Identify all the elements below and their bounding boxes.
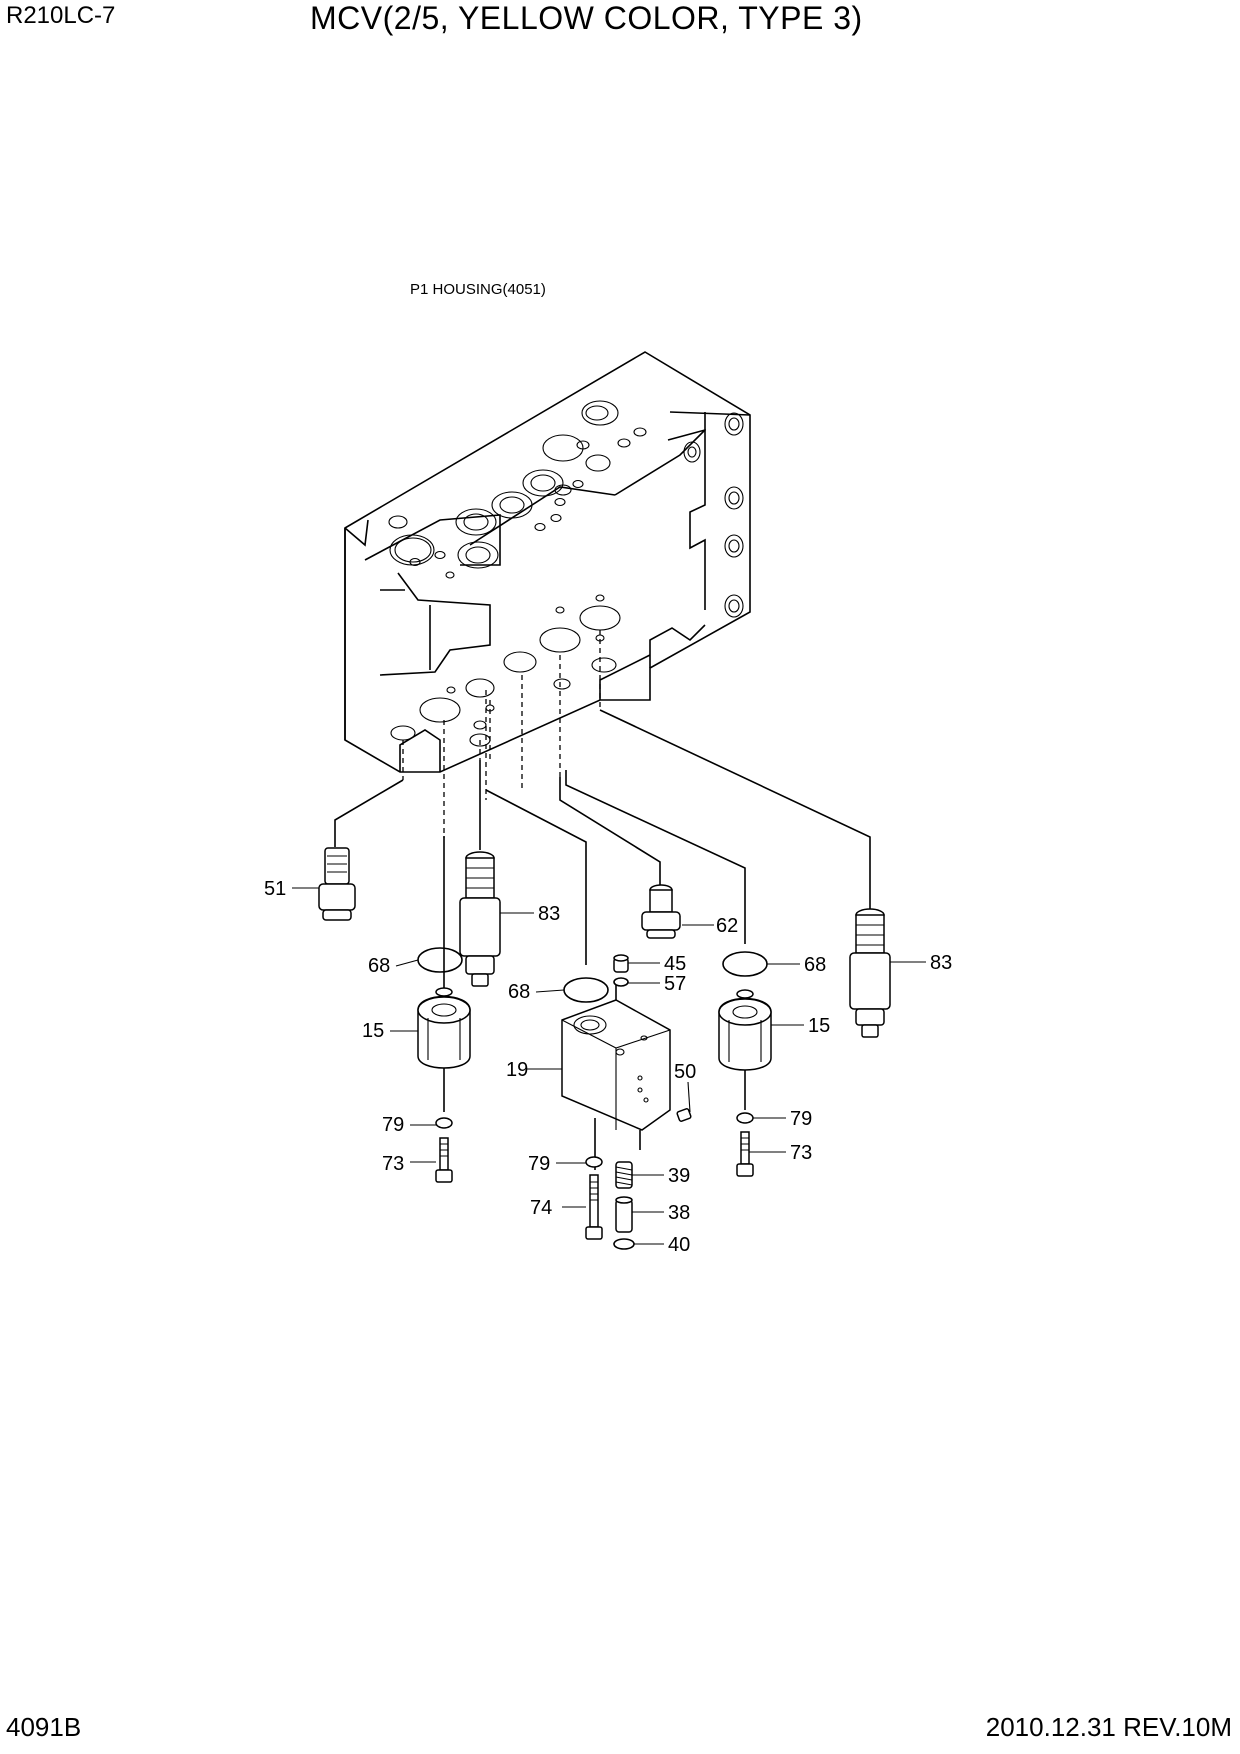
callout-79-left: 79 [382,1114,404,1136]
projection-lines [334,630,871,1170]
callout-leaders [292,887,926,1245]
page-title: MCV(2/5, YELLOW COLOR, TYPE 3) [310,0,863,36]
callout-19: 19 [506,1059,528,1081]
page-code: 4091B [6,1712,82,1742]
p1-housing [344,351,751,773]
callout-57: 57 [664,973,686,995]
callout-38: 38 [668,1202,690,1224]
callout-79-right: 79 [790,1108,812,1130]
callout-68-left: 68 [368,955,390,977]
callout-40: 40 [668,1234,690,1256]
part-73-bolt-left [435,1137,453,1183]
callout-15-left: 15 [362,1020,384,1042]
callout-74: 74 [530,1197,552,1219]
part-50-plug [676,1108,692,1122]
callout-68-center: 68 [508,981,530,1003]
callout-15-right: 15 [808,1015,830,1037]
callout-62: 62 [716,915,738,937]
model-name: R210LC-7 [6,2,116,29]
callout-73-right: 73 [790,1142,812,1164]
part-83-relief-valve-left [459,851,501,987]
callout-79-center: 79 [528,1153,550,1175]
part-15-cover-left [417,987,471,1069]
revision-date: 2010.12.31 REV.10M [985,1712,1232,1742]
part-40-oring [613,1238,635,1250]
part-19-block [561,999,671,1131]
part-68-oring-right [722,951,768,977]
callout-83-right: 83 [930,952,952,974]
callout-51: 51 [264,878,286,900]
part-68-oring-center [563,977,609,1003]
part-73-bolt-right [736,1131,754,1177]
part-68-oring-left [417,947,463,973]
part-74-bolt [585,1174,603,1240]
callout-68-right: 68 [804,954,826,976]
callout-83-left: 83 [538,903,560,925]
part-83-relief-valve-right [849,908,891,1038]
part-45-plug [613,954,629,973]
callout-39: 39 [668,1165,690,1187]
callouts: 51 83 68 15 79 73 62 45 57 68 19 50 79 7… [264,878,952,1256]
part-39-spring [615,1161,633,1189]
part-79-washer-right [736,1112,754,1124]
part-15-cover-right [718,989,772,1071]
callout-45: 45 [664,953,686,975]
part-57-oring [613,977,629,987]
part-62-plug [641,884,681,939]
callout-50: 50 [674,1061,696,1083]
part-38-pin [615,1196,633,1233]
housing-label: P1 HOUSING(4051) [410,281,546,298]
part-79-washer-left [435,1117,453,1129]
callout-73-left: 73 [382,1153,404,1175]
part-79-washer-center [585,1156,603,1168]
part-51-plug [318,847,356,921]
